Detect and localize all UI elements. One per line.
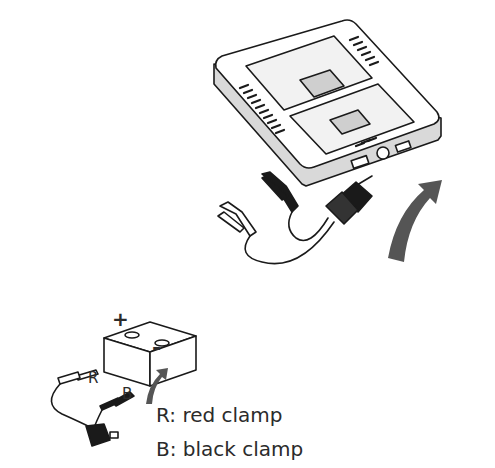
clamp-letter: R — [88, 370, 98, 387]
terminal-sign: + — [112, 308, 129, 330]
terminal-sign: - — [152, 336, 161, 360]
clamp-letter: B — [122, 386, 132, 403]
legend-note: R: red clamp — [156, 404, 283, 426]
legend-note: B: black clamp — [156, 438, 303, 460]
